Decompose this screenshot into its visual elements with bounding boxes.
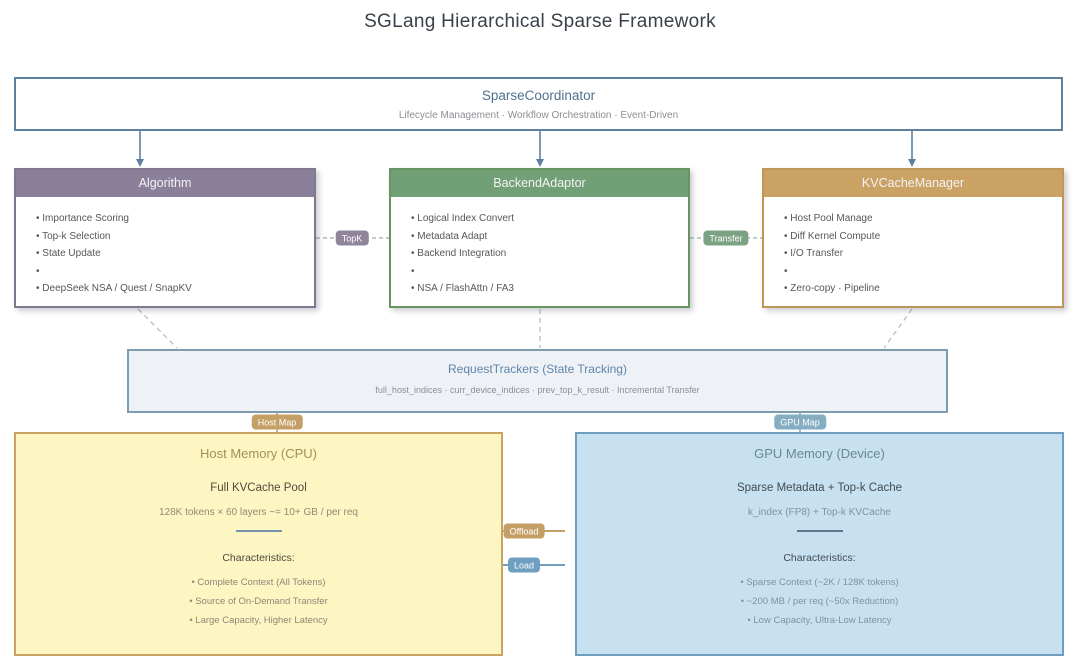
gpu-memory-heading: Sparse Metadata + Top-k Cache — [736, 482, 903, 494]
coordinator-subtitle: Lifecycle Management · Workflow Orchestr… — [398, 110, 679, 121]
host-map-connector-label: Host Map — [251, 414, 303, 430]
host-memory-heading: Full KVCache Pool — [210, 482, 307, 494]
host-memory-detail: 128K tokens × 60 layers ~= 10+ GB / per … — [158, 507, 358, 518]
request-trackers-title: RequestTrackers (State Tracking) — [448, 362, 627, 376]
algorithm-item: • State Update — [36, 248, 101, 259]
backend-adaptor-item: • — [411, 265, 415, 277]
algorithm-body: • Importance Scoring • Top-k Selection •… — [16, 197, 314, 298]
backend-adaptor-body: • Logical Index Convert • Metadata Adapt… — [391, 197, 688, 298]
transfer-connector-label: Transfer — [703, 230, 749, 246]
gpu-map-connector-label: GPU Map — [774, 414, 826, 430]
kvcache-manager-header: KVCacheManager — [764, 170, 1062, 197]
backend-adaptor-item: • Metadata Adapt — [411, 230, 488, 242]
host-memory-characteristic: • Source of On-Demand Transfer — [189, 596, 328, 607]
gpu-memory-title: GPU Memory (Device) — [754, 446, 885, 461]
request-trackers-subtitle: full_host_indices · curr_device_indices … — [375, 385, 700, 395]
gpu-memory-characteristics-label: Characteristics: — [783, 552, 856, 564]
algorithm-item: • — [36, 265, 40, 277]
host-memory-characteristic: • Complete Context (All Tokens) — [191, 577, 326, 588]
gpu-memory-detail: k_index (FP8) + Top-k KVCache — [748, 507, 891, 518]
kvcache-manager-item: • Zero-copy · Pipeline — [784, 283, 880, 294]
gpu-memory-divider — [796, 530, 843, 532]
kvcache-manager-item: • Diff Kernel Compute — [784, 230, 881, 242]
gpu-memory-box: GPU Memory (Device) Sparse Metadata + To… — [575, 432, 1064, 656]
algorithm-item: • Importance Scoring — [36, 213, 129, 224]
host-memory-divider — [235, 530, 282, 532]
host-memory-title: Host Memory (CPU) — [199, 446, 317, 461]
coordinator-title: SparseCoordinator — [481, 88, 596, 103]
backend-adaptor-box: BackendAdaptor • Logical Index Convert •… — [389, 168, 690, 308]
coordinator-box: SparseCoordinator Lifecycle Management ·… — [14, 77, 1063, 131]
gpu-memory-characteristic: • Sparse Context (~2K / 128K tokens) — [740, 577, 899, 588]
gpu-memory-characteristic: • ~200 MB / per req (~50x Reduction) — [740, 596, 899, 607]
kvcache-manager-item: • Host Pool Manage — [784, 213, 873, 224]
diagram-title: SGLang Hierarchical Sparse Framework — [364, 11, 716, 32]
kvcache-manager-item: • — [784, 265, 788, 277]
algorithm-item: • DeepSeek NSA / Quest / SnapKV — [36, 283, 192, 294]
host-memory-box: Host Memory (CPU) Full KVCache Pool 128K… — [14, 432, 503, 656]
backend-adaptor-item: • Backend Integration — [411, 248, 507, 259]
gpu-memory-characteristic: • Low Capacity, Ultra-Low Latency — [747, 615, 892, 626]
gpu-memory-characteristics: • Sparse Context (~2K / 128K tokens) • ~… — [577, 573, 1062, 630]
host-memory-characteristics-label: Characteristics: — [222, 552, 295, 564]
backend-adaptor-header: BackendAdaptor — [391, 170, 688, 197]
load-connector-label: Load — [507, 557, 541, 573]
algorithm-header: Algorithm — [16, 170, 314, 197]
kvcache-manager-box: KVCacheManager • Host Pool Manage • Diff… — [762, 168, 1064, 308]
algorithm-box: Algorithm • Importance Scoring • Top-k S… — [14, 168, 316, 308]
request-trackers-box: RequestTrackers (State Tracking) full_ho… — [127, 349, 948, 413]
offload-connector-label: Offload — [503, 523, 545, 539]
backend-adaptor-item: • Logical Index Convert — [411, 213, 515, 224]
kvcache-manager-body: • Host Pool Manage • Diff Kernel Compute… — [764, 197, 1062, 298]
algorithm-item: • Top-k Selection — [36, 230, 111, 242]
kvcache-manager-item: • I/O Transfer — [784, 248, 844, 259]
host-memory-characteristic: • Large Capacity, Higher Latency — [189, 615, 328, 626]
topk-connector-label: TopK — [335, 230, 369, 246]
host-memory-characteristics: • Complete Context (All Tokens) • Source… — [16, 573, 501, 630]
backend-adaptor-item: • NSA / FlashAttn / FA3 — [411, 283, 514, 294]
